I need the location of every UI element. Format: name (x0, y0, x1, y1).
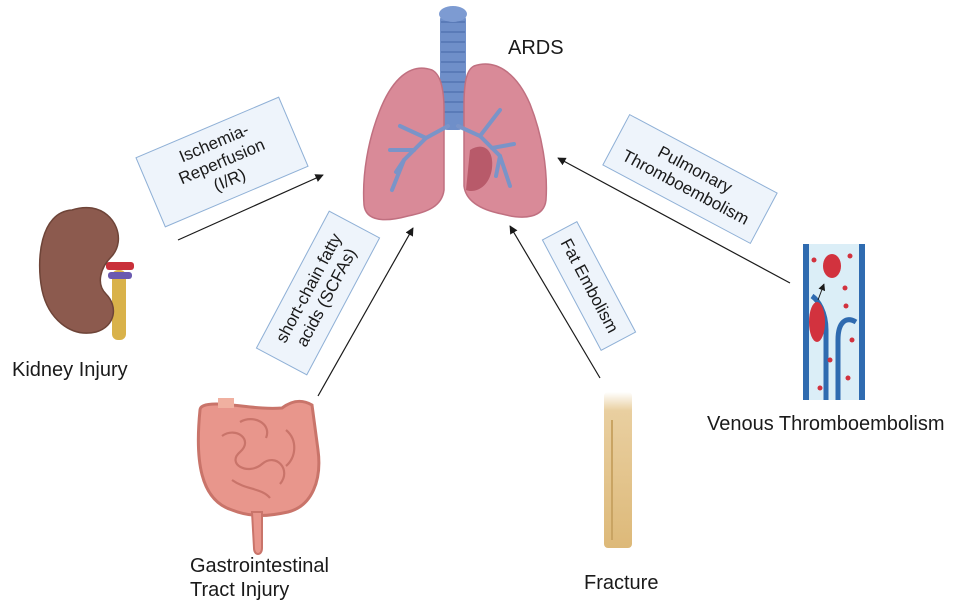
vte-label: Venous Thromboembolism (707, 412, 945, 436)
gi-injury-label: Gastrointestinal Tract Injury (190, 554, 329, 602)
ards-label: ARDS (508, 36, 564, 60)
gi-injury-label-line1: Gastrointestinal (190, 554, 329, 578)
fracture-label: Fracture (584, 571, 658, 595)
gi-injury-label-line2: Tract Injury (190, 578, 329, 602)
kidney-injury-label: Kidney Injury (12, 358, 128, 382)
